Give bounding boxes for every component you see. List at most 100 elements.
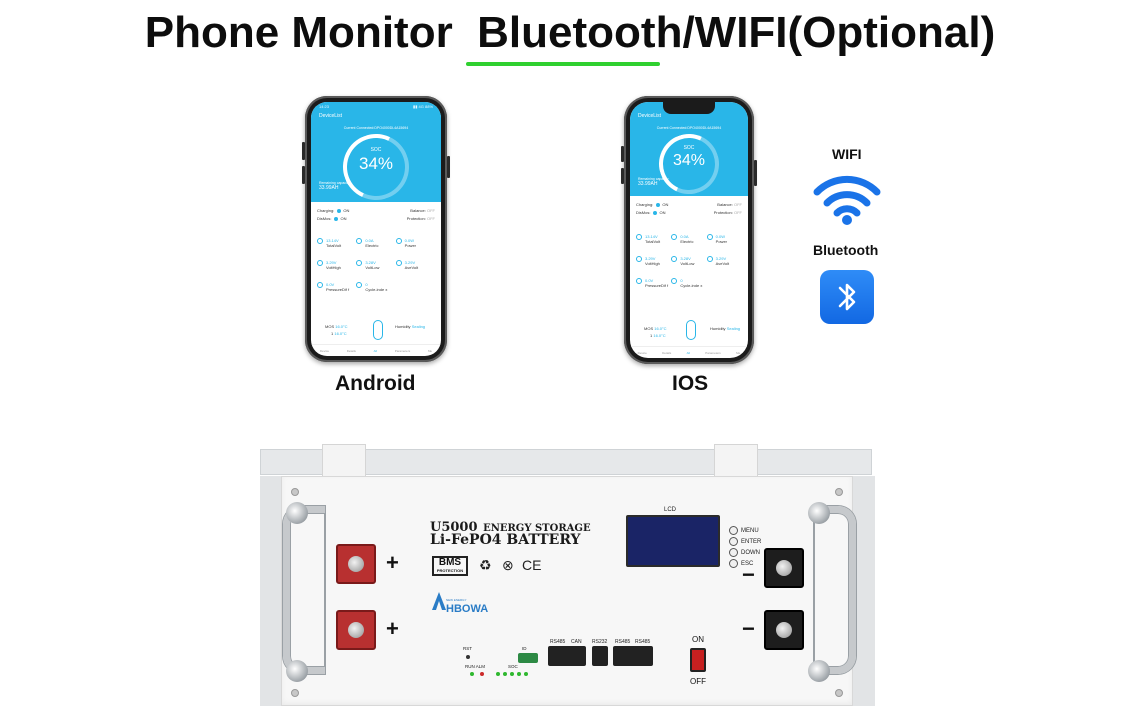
rs485-port[interactable] (613, 646, 653, 666)
protection-label: Protection: (406, 216, 426, 221)
metric-label: TotalVolt (326, 243, 342, 248)
tab-me[interactable]: Me (736, 350, 741, 355)
port-label-can: CAN (571, 639, 582, 645)
dismos-value: ON (659, 210, 666, 215)
metric-icon (395, 238, 402, 244)
volume-button (621, 146, 624, 162)
humidity-label: Humidity (395, 324, 411, 329)
recycle-icon: ♻ (479, 557, 492, 573)
screw (835, 488, 843, 496)
title-underline (466, 62, 660, 66)
balance-value: OFF (427, 208, 435, 213)
battery-side-left (260, 476, 284, 706)
soc-label: SOC (370, 147, 382, 153)
down-key[interactable] (729, 548, 738, 557)
bms-text: BMS (438, 557, 462, 568)
device-list-link[interactable]: DeviceList (319, 113, 343, 119)
wifi-label: WIFI (832, 146, 862, 162)
metric-label: PressureDif f (326, 287, 350, 292)
thermometer-icon (686, 320, 696, 340)
metric-value: 0.0A (680, 234, 689, 239)
title-part2: Bluetooth/WIFI(Optional) (477, 8, 996, 57)
humidity-label: Humidity (710, 326, 726, 331)
power-switch[interactable] (690, 648, 706, 672)
device-list-link[interactable]: DeviceList (638, 113, 662, 119)
tab-parameters[interactable]: Parameters (705, 350, 721, 355)
title-part1: Phone Monitor (144, 8, 453, 57)
mos-label: MOS (325, 324, 335, 329)
metric-icon (356, 238, 363, 244)
mos-value: 16.0°C (335, 324, 348, 329)
tab-me[interactable]: Me (427, 348, 433, 353)
temperature-info: MOS 16.0°C Humidity Sealing (325, 324, 435, 329)
tab-device[interactable]: Device (319, 348, 330, 353)
soc-led (517, 672, 521, 676)
rs232-port[interactable] (592, 646, 608, 666)
metric-label: VoltHigh (326, 265, 341, 270)
tab-all[interactable]: All (686, 350, 690, 355)
port-label-rs485-a: RS485 (615, 639, 631, 645)
tab-device[interactable]: Device (637, 350, 647, 355)
metric-icon (317, 282, 323, 288)
esc-key[interactable] (729, 559, 738, 568)
t1-label: 1 (650, 333, 653, 338)
reset-button[interactable] (466, 655, 470, 659)
charging-value: ON (343, 208, 350, 213)
balance-label: Balance: (717, 202, 733, 207)
t1-value: 16.0°C (653, 333, 666, 338)
battery-front-panel (281, 476, 853, 706)
metric-icon (636, 256, 642, 262)
menu-key[interactable] (729, 526, 738, 535)
id-label: ID (522, 646, 527, 651)
dismos-value: ON (340, 216, 347, 221)
protection-value: OFF (427, 216, 435, 221)
dip-switch[interactable] (518, 653, 538, 663)
metric-value: 3.29V (715, 256, 727, 261)
t1-label: 1 (331, 331, 334, 336)
metric-icon (671, 256, 678, 262)
metric-value: 0.0W (404, 238, 414, 243)
handle-right[interactable] (814, 506, 856, 674)
rst-label: RST (463, 646, 472, 651)
title-gap (453, 8, 477, 57)
metric-value: 13.14V (326, 238, 339, 243)
ce-mark: CE (522, 557, 542, 573)
tab-all[interactable]: All (373, 348, 377, 353)
tab-details[interactable]: Details (662, 350, 672, 355)
soc-led (524, 672, 528, 676)
metric-value: 0.0V (645, 278, 654, 283)
balance-value: OFF (734, 202, 742, 207)
metric-icon (356, 282, 363, 288)
port-label-rs485-b: RS485 (635, 639, 651, 645)
brand-subtext: NEW ENERGY (446, 598, 467, 602)
metric-value: 0.0A (365, 238, 374, 243)
battery-model: U5000 ENERGY STORAGE (430, 516, 591, 535)
page-title: Phone Monitor Bluetooth/WIFI(Optional) (0, 8, 1140, 58)
enter-key[interactable] (729, 537, 738, 546)
tab-details[interactable]: Details (346, 348, 356, 353)
charging-label: Charging: (317, 208, 335, 213)
brand-name: HBOWA (446, 603, 489, 615)
enter-key-label: ENTER (741, 539, 762, 545)
volume-button-2 (621, 168, 624, 184)
status-time: 14:23 (319, 104, 330, 109)
charging-label: Charging: (636, 202, 654, 207)
screw (835, 689, 843, 697)
no-waste-icon: ⊗ (502, 557, 514, 573)
metric-label: VoltHigh (645, 261, 660, 266)
handle-left[interactable] (283, 506, 325, 674)
power-button (754, 160, 757, 186)
app-header: 14:23 ▮▮ 4G 88% DeviceList Current Conne… (311, 102, 441, 210)
negative-terminal (764, 548, 804, 588)
toggle-dot (653, 210, 658, 215)
ios-caption: IOS (672, 372, 709, 395)
metric-label: VoltLow (365, 265, 380, 270)
plus-sign: + (386, 550, 399, 575)
temperature-info: MOS 16.0°C Humidity Sealing (644, 326, 742, 331)
lcd-label: LCD (664, 507, 677, 513)
rs485-can-port[interactable] (548, 646, 586, 666)
tab-parameters[interactable]: Parameters (394, 348, 411, 353)
